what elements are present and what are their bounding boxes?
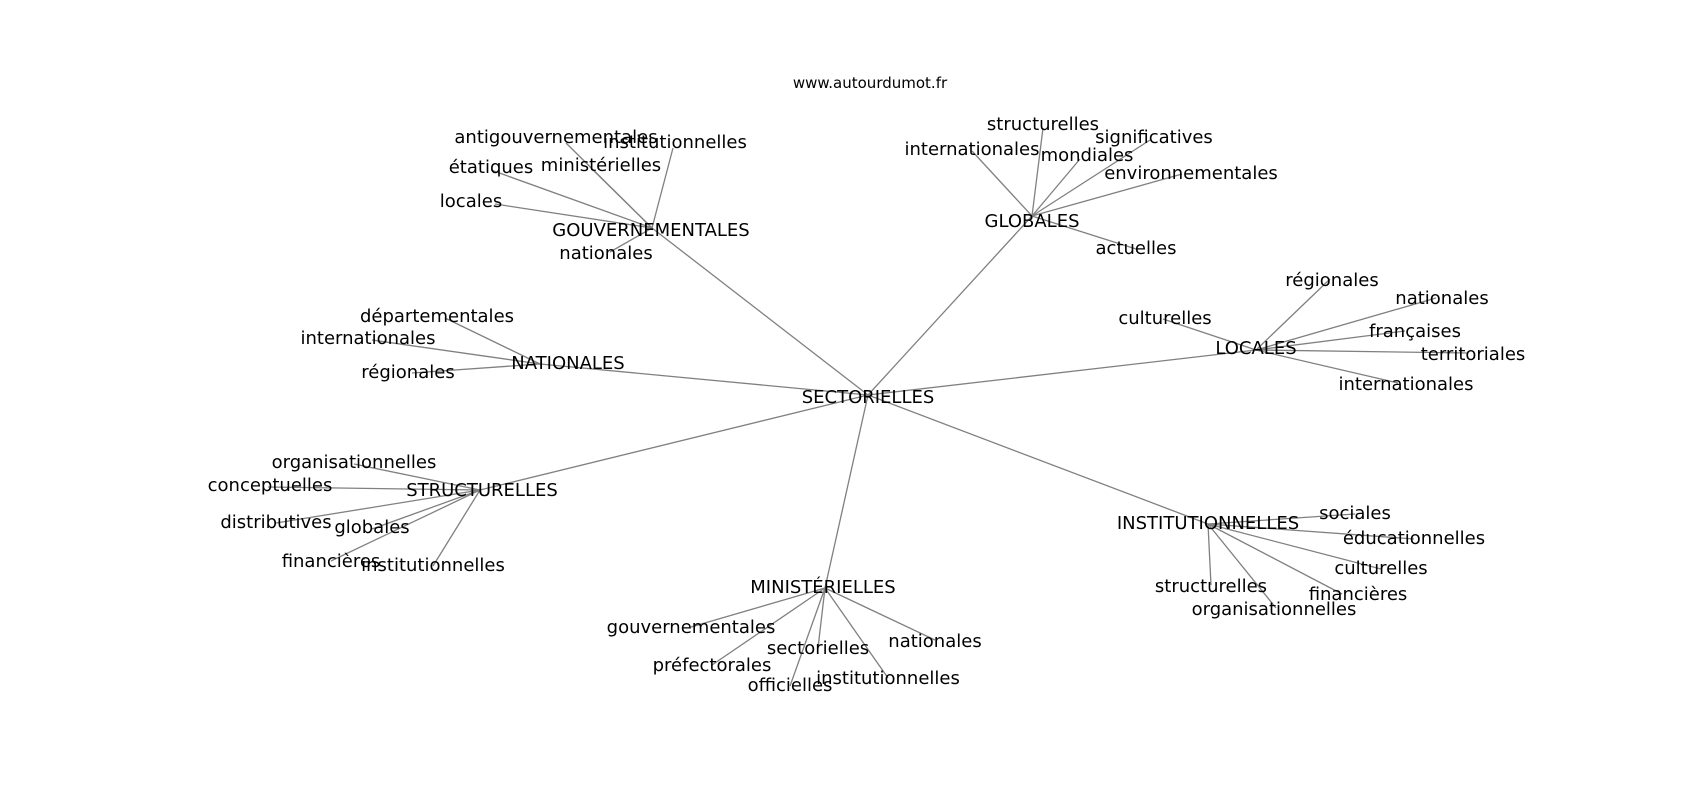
- leaf-node-globales-4: environnementales: [1104, 163, 1278, 184]
- edge-locales-leaf-2: [1162, 318, 1257, 351]
- leaf-node-institutionnelles-3: structurelles: [1155, 576, 1267, 597]
- source-url: www.autourdumot.fr: [793, 74, 948, 92]
- edge-nationales-leaf-2: [411, 363, 541, 374]
- leaf-node-gouvernementales-5: nationales: [559, 243, 652, 264]
- hub-node-structurelles: STRUCTURELLES: [406, 480, 558, 501]
- leaf-node-globales-1: internationales: [904, 139, 1039, 160]
- label-layer: www.autourdumot.fr SECTORIELLES GOUVERNEM…: [208, 74, 1526, 696]
- edge-ministerielles-leaf-4: [824, 587, 889, 679]
- hub-node-nationales: NATIONALES: [511, 353, 624, 374]
- leaf-node-locales-3: françaises: [1369, 321, 1461, 342]
- edge-institutionnelles-leaf-4: [1207, 523, 1343, 595]
- leaf-node-gouvernementales-2: étatiques: [449, 157, 534, 178]
- leaf-node-institutionnelles-4: financières: [1309, 584, 1408, 605]
- edge-gouvernementales-leaf-4: [494, 203, 653, 229]
- edge-structurelles-leaf-5: [432, 489, 481, 567]
- leaf-node-ministerielles-0: gouvernementales: [607, 617, 776, 638]
- leaf-node-structurelles-5: institutionnelles: [361, 555, 505, 576]
- leaf-node-locales-0: régionales: [1285, 270, 1378, 291]
- leaf-node-structurelles-4: financières: [282, 551, 381, 572]
- edge-root-globales: [867, 215, 1033, 396]
- leaf-node-structurelles-0: organisationnelles: [272, 452, 437, 473]
- edge-structurelles-leaf-2: [275, 489, 481, 524]
- leaf-node-institutionnelles-1: éducationnelles: [1343, 528, 1485, 549]
- leaf-node-locales-5: internationales: [1338, 374, 1473, 395]
- leaf-node-structurelles-1: conceptuelles: [208, 475, 333, 496]
- edge-root-locales: [867, 349, 1257, 396]
- edge-ministerielles-leaf-2: [817, 587, 826, 649]
- edge-root-ministerielles: [824, 394, 869, 589]
- edge-locales-leaf-3: [1255, 330, 1406, 351]
- leaf-node-structurelles-3: globales: [334, 517, 409, 538]
- edge-institutionnelles-leaf-0: [1207, 513, 1356, 525]
- leaf-node-gouvernementales-4: locales: [440, 191, 502, 212]
- leaf-node-nationales-0: départementales: [360, 306, 514, 327]
- edge-ministerielles-leaf-3: [711, 587, 826, 666]
- leaf-node-nationales-2: régionales: [361, 362, 454, 383]
- edge-gouvernementales-leaf-3: [589, 166, 653, 229]
- leaf-node-ministerielles-2: sectorielles: [767, 638, 869, 659]
- leaf-node-globales-5: actuelles: [1096, 238, 1177, 259]
- edge-structurelles-leaf-1: [267, 486, 481, 491]
- leaf-node-ministerielles-3: préfectorales: [653, 655, 772, 676]
- leaf-node-gouvernementales-3: ministérielles: [541, 155, 661, 176]
- edge-structurelles-leaf-0: [353, 463, 481, 491]
- edge-globales-leaf-3: [1031, 158, 1081, 217]
- edge-locales-leaf-0: [1255, 278, 1331, 351]
- root-node-label: SECTORIELLES: [802, 387, 935, 408]
- edge-root-nationales: [539, 363, 869, 396]
- hub-node-institutionnelles: INSTITUTIONNELLES: [1117, 513, 1299, 534]
- edge-root-structurelles: [479, 394, 869, 491]
- leaf-node-globales-0: structurelles: [987, 114, 1099, 135]
- leaf-node-globales-2: significatives: [1095, 127, 1213, 148]
- leaf-node-ministerielles-1: nationales: [888, 631, 981, 652]
- leaf-node-gouvernementales-0: antigouvernementales: [454, 127, 657, 148]
- edge-globales-leaf-1: [971, 150, 1033, 217]
- leaf-node-globales-3: mondiales: [1041, 145, 1134, 166]
- edge-gouvernementales-leaf-1: [651, 147, 674, 229]
- edge-nationales-leaf-0: [444, 317, 541, 365]
- leaf-node-nationales-1: internationales: [300, 328, 435, 349]
- leaf-node-locales-2: culturelles: [1118, 308, 1211, 329]
- leaf-node-ministerielles-4: institutionnelles: [816, 668, 960, 689]
- leaf-node-locales-1: nationales: [1395, 288, 1488, 309]
- edge-gouvernementales-leaf-2: [490, 169, 653, 229]
- leaf-node-locales-4: territoriales: [1421, 344, 1526, 365]
- leaf-node-ministerielles-5: officielles: [748, 675, 833, 696]
- edge-root-gouvernementales: [651, 227, 869, 396]
- hub-node-gouvernementales: GOUVERNEMENTALES: [552, 220, 749, 241]
- edge-locales-leaf-1: [1255, 297, 1437, 351]
- edge-institutionnelles-leaf-2: [1207, 523, 1382, 570]
- leaf-node-institutionnelles-5: organisationnelles: [1192, 599, 1357, 620]
- edge-locales-leaf-5: [1255, 349, 1399, 384]
- leaf-node-institutionnelles-0: sociales: [1319, 503, 1391, 524]
- leaf-node-institutionnelles-2: culturelles: [1334, 558, 1427, 579]
- edge-root-institutionnelles: [867, 394, 1209, 525]
- edge-layer: [267, 127, 1469, 687]
- edge-ministerielles-leaf-1: [824, 587, 936, 641]
- edge-globales-leaf-2: [1031, 139, 1151, 217]
- leaf-node-structurelles-2: distributives: [220, 512, 331, 533]
- edge-globales-leaf-4: [1031, 173, 1183, 217]
- edge-institutionnelles-leaf-5: [1207, 523, 1277, 609]
- edge-nationales-leaf-1: [371, 339, 541, 365]
- edge-globales-leaf-5: [1031, 215, 1137, 250]
- edge-gouvernementales-leaf-5: [609, 227, 653, 253]
- edge-structurelles-leaf-3: [371, 489, 481, 530]
- leaf-node-gouvernementales-1: institutionnelles: [603, 132, 747, 153]
- hub-node-ministerielles: MINISTÉRIELLES: [750, 576, 895, 598]
- edge-ministerielles-leaf-5: [789, 587, 826, 687]
- edge-institutionnelles-leaf-1: [1207, 523, 1415, 540]
- edge-globales-leaf-0: [1031, 127, 1044, 217]
- edge-institutionnelles-leaf-3: [1207, 523, 1212, 586]
- edge-structurelles-leaf-4: [330, 489, 481, 562]
- hub-node-globales: GLOBALES: [985, 211, 1080, 232]
- edge-locales-leaf-4: [1255, 349, 1469, 354]
- edge-ministerielles-leaf-0: [690, 587, 826, 628]
- hub-node-locales: LOCALES: [1215, 338, 1296, 359]
